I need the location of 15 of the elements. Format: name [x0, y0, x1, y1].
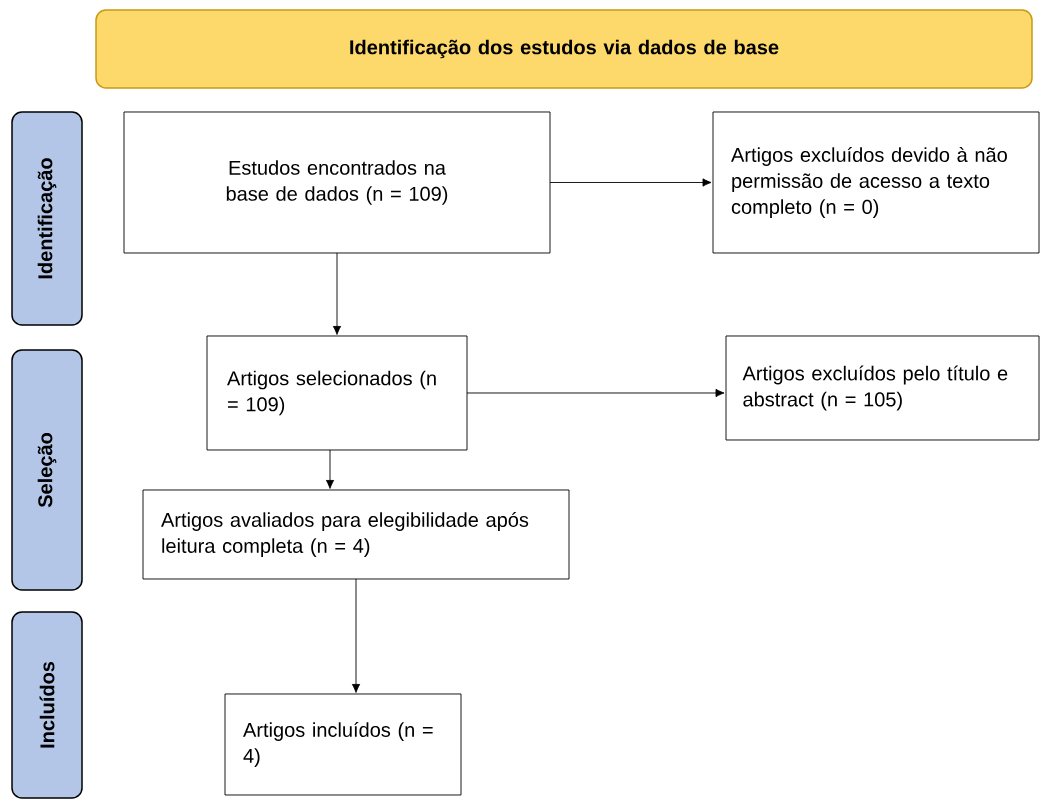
arrow — [549, 178, 712, 187]
arrow — [351, 578, 361, 693]
stage-band: Seleção — [11, 349, 83, 591]
arrow — [332, 252, 342, 335]
header-banner: Identificação dos estudos via dados de base — [95, 9, 1033, 89]
stage-band: Identificação — [11, 111, 83, 326]
process-box: Artigos selecionados (n = 109) — [206, 335, 468, 451]
process-box: Artigos excluídos devido à não permissão de acesso a texto completo (n = 0) — [712, 111, 1040, 254]
arrow — [325, 449, 335, 489]
stage-band: Incluídos — [11, 611, 83, 799]
process-box: Artigos excluídos pelo título e abstract (n = 105) — [725, 335, 1040, 441]
process-box: Artigos avaliados para elegibilidade após leitura completa (n = 4) — [142, 489, 570, 580]
arrow — [466, 388, 725, 398]
process-box: Artigos incluídos (n = 4) — [224, 693, 462, 796]
process-box: Estudos encontrados na base de dados (n = 109) — [123, 111, 551, 254]
